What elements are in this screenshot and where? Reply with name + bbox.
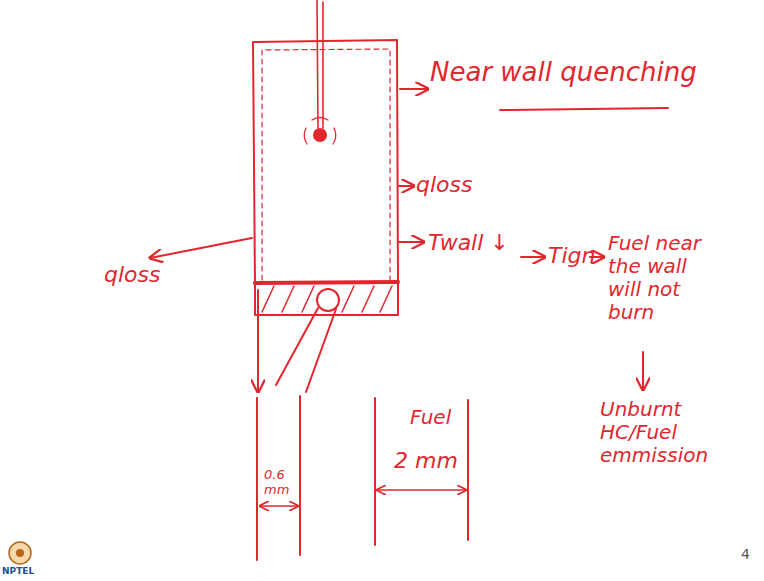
connecting-rod <box>276 308 336 392</box>
piston-crown <box>255 282 398 283</box>
leader-arrow <box>400 88 428 90</box>
note-label: qloss <box>104 262 160 287</box>
leader-arrow <box>399 241 424 243</box>
note-label: Unburnt HC/Fuel emmission <box>600 398 720 467</box>
flow-arrow <box>521 256 545 258</box>
logo-text: NPTEL <box>2 566 34 576</box>
note-label: Twall ↓ <box>428 230 509 255</box>
zoom-arrow <box>257 290 259 392</box>
gap-wall <box>257 396 300 560</box>
cylinder-wall <box>253 40 398 286</box>
logo-mark <box>16 549 24 557</box>
flame-front <box>304 118 336 145</box>
leader-arrow <box>150 238 252 258</box>
piston-body <box>255 282 398 315</box>
note-label: Fuel <box>410 406 451 429</box>
piston-hatch <box>262 286 392 312</box>
leader-arrow <box>399 185 414 187</box>
spark-kernel <box>314 129 326 141</box>
note-label: 2 mm <box>394 448 458 473</box>
underline <box>500 108 668 110</box>
quench-layer <box>262 49 390 280</box>
note-label: Fuel near the wall will not burn <box>608 232 720 324</box>
dimension-arrow <box>260 505 298 507</box>
note-label: Near wall quenching <box>430 58 697 88</box>
logo-mark <box>9 542 31 564</box>
piston-pin <box>317 289 339 311</box>
note-label: 0.6 mm <box>264 468 300 498</box>
gap-wall <box>375 398 468 545</box>
note-label: qloss <box>416 172 472 197</box>
page-number: 4 <box>741 546 750 562</box>
flow-arrow <box>642 352 644 390</box>
spark-plug <box>317 0 323 128</box>
note-label: Tign <box>548 243 595 268</box>
dimension-arrow <box>377 489 466 491</box>
